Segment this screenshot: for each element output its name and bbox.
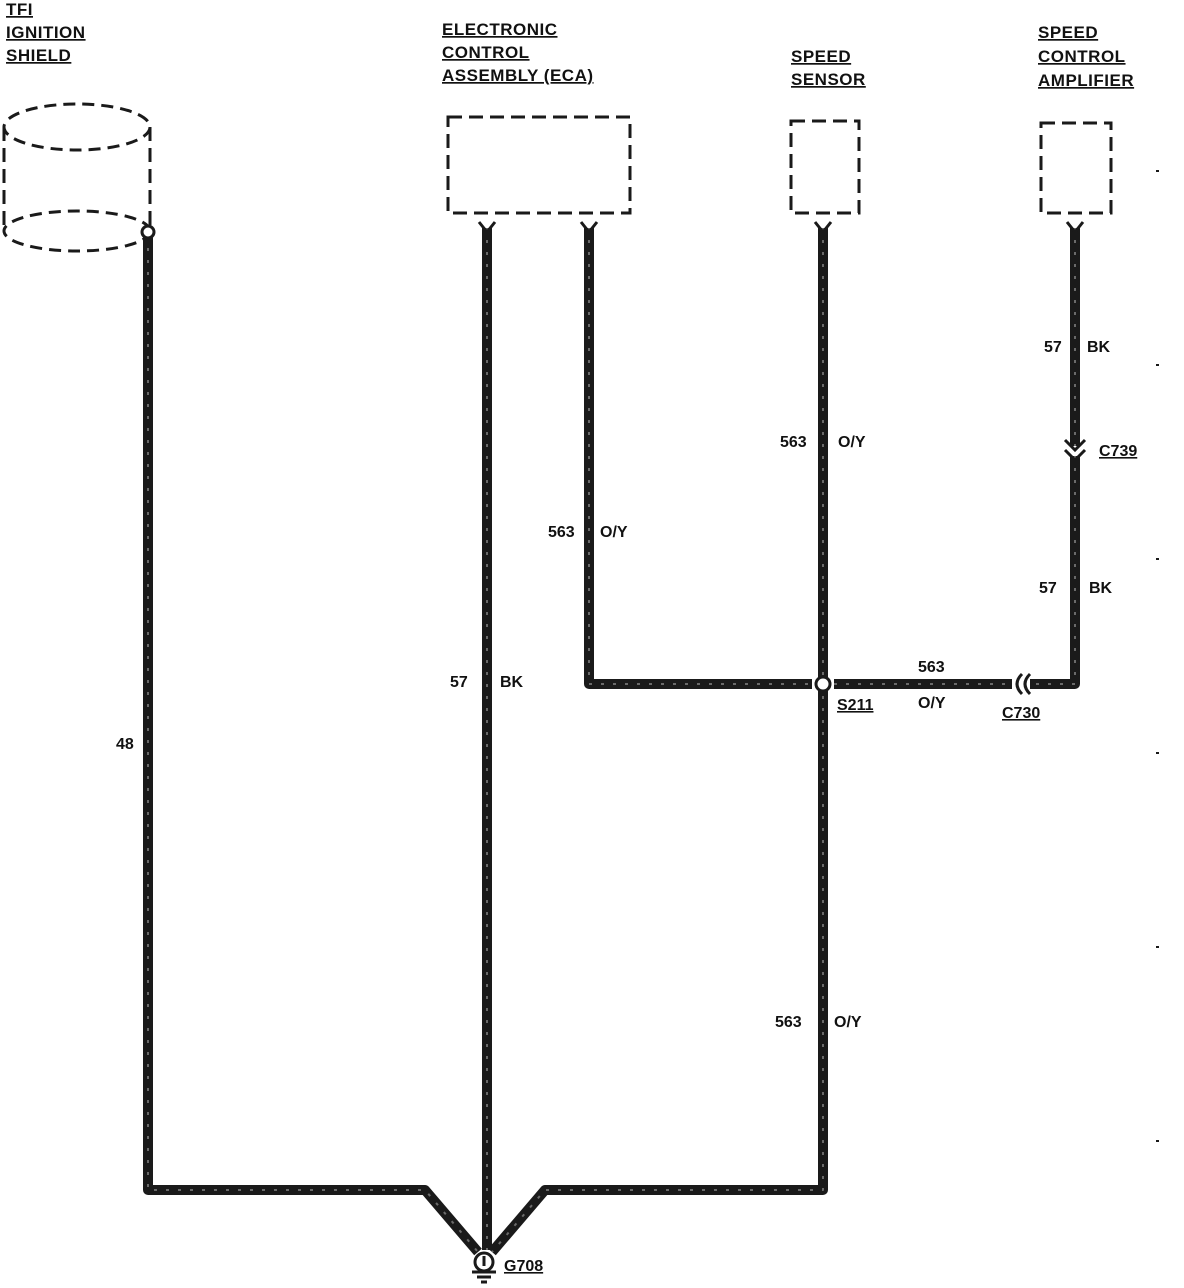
- connector-c739-icon: [1063, 438, 1087, 463]
- speed-control-amplifier-label: SPEED CONTROL AMPLIFIER: [1038, 23, 1134, 90]
- eca-pin-563-icon: [579, 221, 599, 235]
- sensor-upper-color-label: O/Y: [838, 434, 866, 451]
- tfi-ignition-shield-label: TFI IGNITION SHIELD: [6, 0, 86, 65]
- speed-sensor-pin-icon: [813, 221, 833, 235]
- connector-c730-icon: [1012, 672, 1032, 696]
- eca-pin-57-icon: [477, 221, 497, 235]
- speed-sensor-label-line1: SPEED: [791, 47, 851, 66]
- eca-pin-terminals: [477, 221, 599, 235]
- margin-ticks: [1156, 170, 1159, 1142]
- ground-g708-icon: [472, 1251, 496, 1284]
- eca-signal-circuit-label: 563: [548, 524, 575, 541]
- amplifier-pin-icon: [1065, 221, 1085, 235]
- ground-g708-label: G708: [504, 1258, 543, 1275]
- splice-c730-circuit-label: 563: [918, 659, 945, 676]
- wire-48-shield-ground: [143, 236, 482, 1256]
- amplifier-label-line3: AMPLIFIER: [1038, 71, 1134, 90]
- eca-label-line3: ASSEMBLY (ECA): [442, 66, 594, 85]
- eca-ground-circuit-label: 57: [450, 674, 468, 691]
- splice-s211-icon: [814, 675, 832, 693]
- tfi-label-line1: TFI: [6, 0, 33, 19]
- wire-563-speed-sensor: [488, 228, 828, 1256]
- amplifier-box: [1039, 121, 1113, 215]
- speed-sensor-label: SPEED SENSOR: [791, 47, 866, 89]
- eca-signal-color-label: O/Y: [600, 524, 628, 541]
- eca-label: ELECTRONIC CONTROL ASSEMBLY (ECA): [442, 20, 594, 85]
- tfi-shield-cylinder: [2, 102, 152, 253]
- sensor-lower-color-label: O/Y: [834, 1014, 862, 1031]
- cylinder-top: [2, 102, 152, 152]
- splice-s211-label: S211: [837, 697, 874, 714]
- cylinder-bottom: [2, 209, 152, 253]
- amp-lower-color-label: BK: [1089, 580, 1113, 597]
- wire-563-eca-signal: [584, 228, 812, 689]
- wire-57-amplifier: [1030, 228, 1080, 689]
- eca-label-line1: ELECTRONIC: [442, 20, 558, 39]
- speed-sensor-box: [789, 119, 861, 215]
- speed-sensor-label-line2: SENSOR: [791, 70, 866, 89]
- connector-c730-label: C730: [1002, 705, 1040, 722]
- eca-box: [446, 115, 632, 215]
- splice-c730-color-label: O/Y: [918, 695, 946, 712]
- amp-upper-color-label: BK: [1087, 339, 1111, 356]
- sensor-lower-circuit-label: 563: [775, 1014, 802, 1031]
- tfi-label-line2: IGNITION: [6, 23, 86, 42]
- tfi-label-line3: SHIELD: [6, 46, 71, 65]
- connector-c739-label: C739: [1099, 443, 1137, 460]
- shield-terminal-icon: [140, 224, 156, 240]
- sensor-upper-circuit-label: 563: [780, 434, 807, 451]
- amp-upper-circuit-label: 57: [1044, 339, 1062, 356]
- amplifier-label-line1: SPEED: [1038, 23, 1098, 42]
- amp-lower-circuit-label: 57: [1039, 580, 1057, 597]
- eca-ground-color-label: BK: [500, 674, 524, 691]
- amplifier-label-line2: CONTROL: [1038, 47, 1126, 66]
- eca-label-line2: CONTROL: [442, 43, 530, 62]
- wire-48-circuit-label: 48: [116, 736, 134, 753]
